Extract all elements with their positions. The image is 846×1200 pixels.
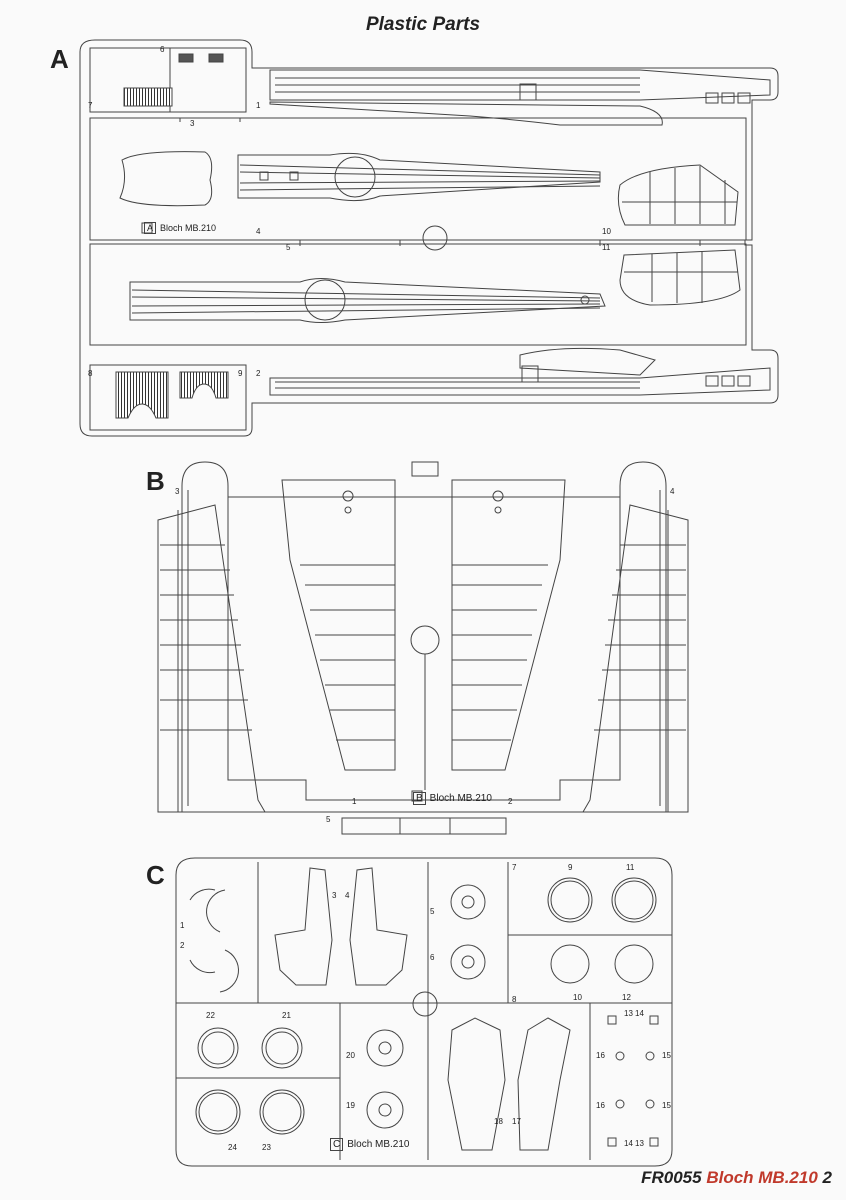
svg-text:20: 20 xyxy=(346,1051,355,1060)
svg-text:7: 7 xyxy=(512,863,517,872)
sprue-c-label-text: Bloch MB.210 xyxy=(347,1139,410,1150)
svg-text:9: 9 xyxy=(238,369,243,378)
svg-text:23: 23 xyxy=(262,1143,271,1152)
sprue-a-label-letter: A xyxy=(144,222,157,234)
svg-text:2: 2 xyxy=(508,797,513,806)
svg-text:2: 2 xyxy=(256,369,261,378)
sprue-a xyxy=(79,39,779,437)
svg-text:4: 4 xyxy=(670,487,675,496)
sprue-b xyxy=(157,461,689,835)
footer-code: FR0055 xyxy=(641,1168,702,1187)
svg-text:5: 5 xyxy=(286,243,291,252)
sprue-a-frame xyxy=(79,39,779,437)
page-footer: FR0055 Bloch MB.210 2 xyxy=(641,1168,832,1188)
svg-text:3: 3 xyxy=(175,487,180,496)
svg-text:15: 15 xyxy=(662,1101,671,1110)
svg-text:21: 21 xyxy=(282,1011,291,1020)
footer-page-number: 2 xyxy=(822,1168,832,1187)
svg-text:24: 24 xyxy=(228,1143,237,1152)
svg-text:11: 11 xyxy=(602,243,611,252)
svg-text:11: 11 xyxy=(626,863,635,872)
svg-text:16: 16 xyxy=(596,1051,605,1060)
svg-text:15: 15 xyxy=(662,1051,671,1060)
svg-text:4: 4 xyxy=(345,891,350,900)
svg-text:14: 14 xyxy=(624,1139,633,1148)
sprue-c-letter: C xyxy=(146,860,165,890)
sprue-a-label-text: Bloch MB.210 xyxy=(160,223,217,233)
svg-text:8: 8 xyxy=(88,369,93,378)
svg-text:9: 9 xyxy=(568,863,573,872)
svg-text:1: 1 xyxy=(256,101,261,110)
svg-text:5: 5 xyxy=(430,907,435,916)
sprue-a-letter: A xyxy=(50,44,69,74)
svg-text:2: 2 xyxy=(180,941,185,950)
svg-text:1: 1 xyxy=(352,797,357,806)
svg-text:10: 10 xyxy=(602,227,611,236)
sprue-c-label-letter: C xyxy=(330,1138,344,1151)
svg-text:6: 6 xyxy=(430,953,435,962)
svg-text:18: 18 xyxy=(494,1117,503,1126)
svg-text:13: 13 xyxy=(624,1009,633,1018)
sprue-b-letter: B xyxy=(146,466,165,496)
svg-text:6: 6 xyxy=(160,45,165,54)
svg-text:8: 8 xyxy=(512,995,517,1004)
svg-text:7: 7 xyxy=(88,101,93,110)
svg-text:3: 3 xyxy=(190,119,195,128)
sprue-c xyxy=(175,857,673,1167)
svg-text:10: 10 xyxy=(573,993,582,1002)
footer-product: Bloch MB.210 xyxy=(706,1168,818,1187)
svg-text:22: 22 xyxy=(206,1011,215,1020)
svg-text:5: 5 xyxy=(326,815,331,824)
svg-text:3: 3 xyxy=(332,891,337,900)
svg-text:1: 1 xyxy=(180,921,185,930)
sprue-b-label-letter: B xyxy=(413,792,426,805)
svg-text:16: 16 xyxy=(596,1101,605,1110)
svg-text:19: 19 xyxy=(346,1101,355,1110)
page-title: Plastic Parts xyxy=(365,14,481,35)
svg-text:12: 12 xyxy=(622,993,631,1002)
svg-text:4: 4 xyxy=(256,227,261,236)
svg-text:14: 14 xyxy=(635,1009,644,1018)
svg-text:13: 13 xyxy=(635,1139,644,1148)
svg-text:17: 17 xyxy=(512,1117,521,1126)
sprue-b-label-text: Bloch MB.210 xyxy=(429,793,492,804)
